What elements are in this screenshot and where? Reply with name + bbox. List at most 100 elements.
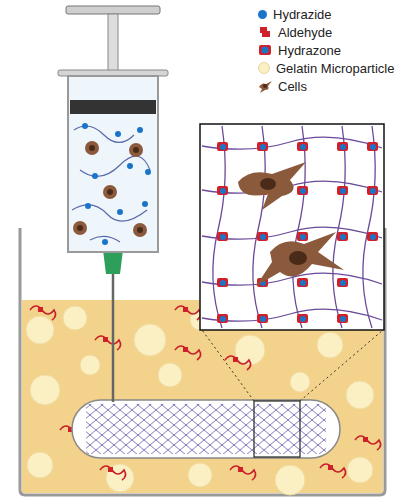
hydrazone-junction <box>217 232 228 241</box>
microparticle <box>80 355 100 375</box>
hydrazone-junction <box>297 232 308 241</box>
microparticle <box>106 464 134 492</box>
hydrazone-dot <box>300 188 306 194</box>
hydrazone-junction <box>297 278 308 287</box>
hydrazone-junction <box>257 142 268 151</box>
legend-text: Cells <box>278 79 307 94</box>
hydrazone-dot <box>220 316 226 322</box>
plunger-head <box>66 6 160 14</box>
crosslinked-network <box>202 126 382 328</box>
needle-hub <box>103 250 123 274</box>
hydrazone-junction <box>337 186 348 195</box>
hydrazone-dot <box>300 316 306 322</box>
hydrazone-junction <box>297 142 308 151</box>
legend-row: Cells <box>258 78 307 94</box>
aldehyde-polymer <box>95 336 121 350</box>
aldehyde-polymer <box>225 356 251 370</box>
legend-swatch <box>258 62 270 74</box>
cell-nucleus <box>77 225 83 231</box>
microparticle <box>188 463 212 487</box>
aldehyde-polymer <box>230 466 256 480</box>
hydrazide-dot <box>127 163 133 169</box>
gelatin-microparticles <box>26 306 376 495</box>
hydrazone-dot <box>220 144 226 150</box>
hydrazone-junction <box>367 186 378 195</box>
hydrazide-dot <box>92 173 98 179</box>
hydrazone-dot <box>220 188 226 194</box>
cell <box>129 143 143 157</box>
zoom-lines <box>202 330 383 401</box>
aldehyde-polymer <box>355 436 381 450</box>
aldehyde-group <box>183 307 188 312</box>
legend-text: Hydrazide <box>273 7 332 22</box>
hydrazone-junction <box>337 232 348 241</box>
polymer-chain <box>74 126 134 143</box>
hydrazone-dot <box>260 316 266 322</box>
hydrazide-dot <box>117 209 123 215</box>
hydrazide-dot <box>85 203 91 209</box>
polymer-chain <box>72 205 147 221</box>
hydrazone-dot <box>340 280 346 286</box>
hydrazone-dot <box>300 280 306 286</box>
cell-nucleus <box>133 147 139 153</box>
aldehyde-group <box>363 437 368 442</box>
hydrazide-dot <box>137 127 143 133</box>
microparticle <box>290 372 310 392</box>
hydrazone-dot <box>340 316 346 322</box>
syringe-contents <box>72 123 151 245</box>
syringe-barrel <box>68 76 158 252</box>
legend-text: Aldehyde <box>278 25 332 40</box>
microparticle <box>26 316 54 344</box>
hydrazone-dot <box>340 234 346 240</box>
hydrazone-junction <box>337 314 348 323</box>
cell <box>73 221 87 235</box>
microparticle <box>30 375 60 405</box>
legend-row: Aldehyde <box>258 24 332 40</box>
aldehyde-polymers <box>30 306 381 480</box>
hydrogel-fiber <box>72 400 340 458</box>
aldehyde-group <box>103 337 108 342</box>
legend-row: Gelatin Microparticle <box>258 60 395 76</box>
aldehyde-group <box>238 467 243 472</box>
hydrazone-junction <box>217 278 228 287</box>
hydrazone-junction <box>297 314 308 323</box>
aldehyde-group <box>183 347 188 352</box>
hydrazone-junction <box>367 232 378 241</box>
hydrazone-junction <box>217 186 228 195</box>
legend-icon <box>258 25 272 39</box>
microparticle <box>275 465 305 495</box>
hydrazone-dot <box>300 144 306 150</box>
hydrazide-dot <box>82 123 88 129</box>
microparticle <box>27 452 53 478</box>
hydrazone-junction <box>337 278 348 287</box>
hydrazone-junction <box>367 142 378 151</box>
legend-text: Hydrazone <box>278 43 341 58</box>
aldehyde-polymer <box>175 346 201 360</box>
hydrazone-dot <box>340 144 346 150</box>
hydrazide-dot <box>102 239 108 245</box>
hydrazone-dot <box>370 188 376 194</box>
microparticle <box>317 332 343 358</box>
aldehyde-polymer <box>30 306 56 320</box>
hydrazide-dot <box>115 131 121 137</box>
plunger-stopper <box>70 100 156 114</box>
network-inset <box>200 124 384 330</box>
zoom-box <box>254 401 300 457</box>
hydrazide-dot <box>142 201 148 207</box>
cell-nucleus <box>137 227 143 233</box>
microparticle <box>134 324 166 356</box>
legend-swatch <box>258 10 267 19</box>
hydrazone-dot <box>370 234 376 240</box>
hydrazone-junction <box>257 232 268 241</box>
microparticle <box>346 381 374 409</box>
aldehyde-polymer <box>100 466 126 480</box>
aldehyde-group <box>328 465 333 470</box>
microparticle <box>158 363 182 387</box>
hydrazone-junction <box>217 314 228 323</box>
fiber-mesh <box>86 404 326 454</box>
cell-nucleus <box>107 189 113 195</box>
needle <box>112 272 115 402</box>
hydrazone-junction <box>217 142 228 151</box>
inset-cells <box>238 162 344 286</box>
polymer-chain <box>80 156 150 176</box>
